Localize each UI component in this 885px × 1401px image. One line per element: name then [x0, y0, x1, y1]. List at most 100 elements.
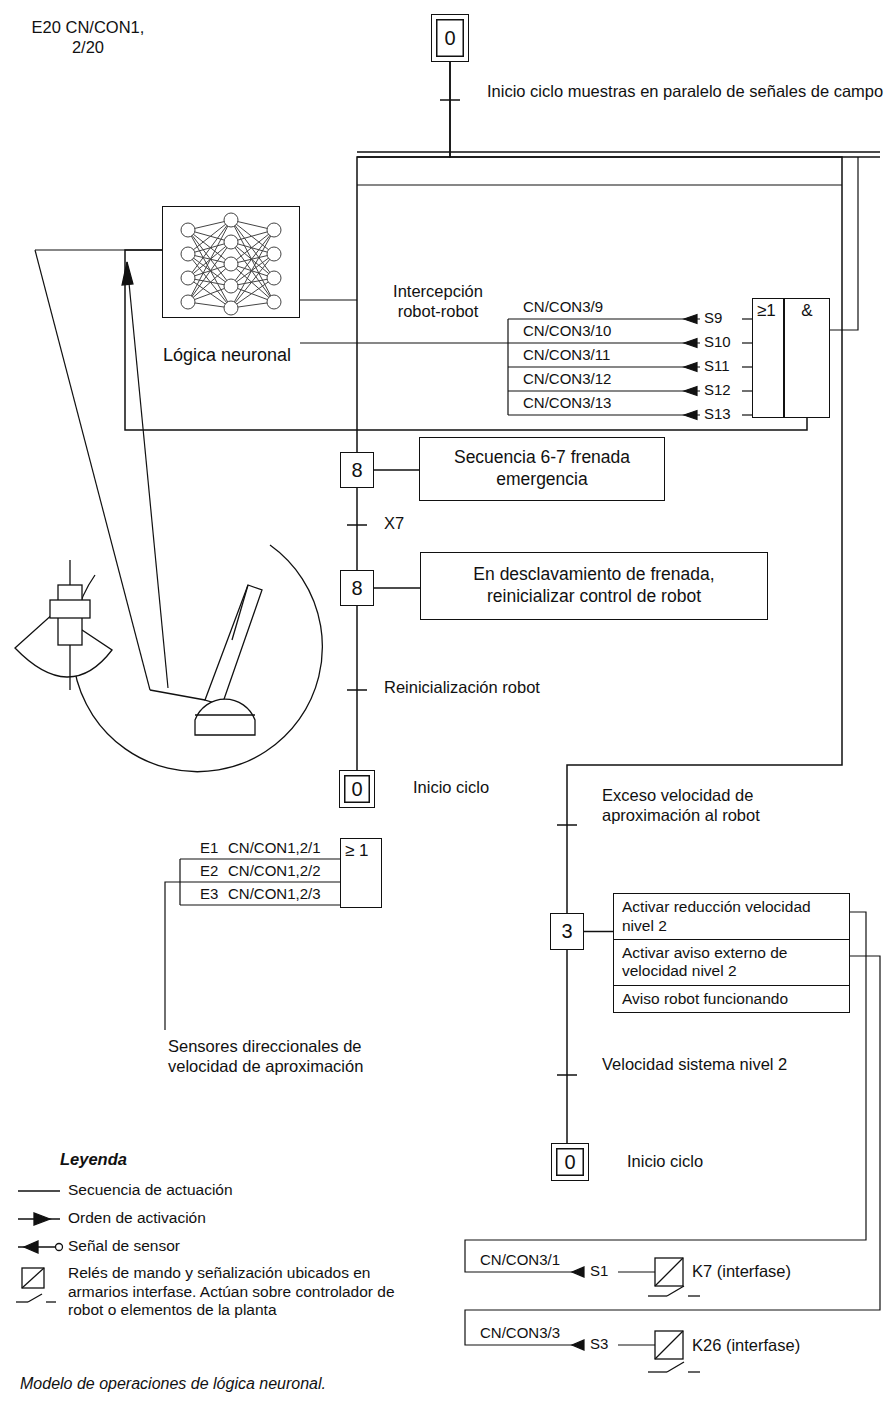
connector	[357, 62, 450, 452]
frame-line	[300, 299, 357, 300]
relay-wiring	[618, 1271, 655, 1272]
frame-line	[127, 262, 168, 688]
diagram-label: Inicio ciclo muestras en paralelo de señ…	[487, 82, 885, 102]
diagram-label: CN/CON3/11	[523, 346, 610, 364]
sensor-leader	[165, 882, 180, 1030]
relay-symbol	[648, 1371, 667, 1372]
robot-illustration	[50, 600, 90, 618]
or-gate: ≥ 1	[340, 838, 382, 908]
frame-line	[35, 157, 858, 690]
neural-net-icon	[267, 295, 281, 309]
diagram-label: S10	[704, 333, 731, 351]
legend-sample	[16, 1191, 63, 1302]
robot-illustration	[69, 560, 70, 585]
frame-line	[357, 184, 842, 185]
connector	[584, 931, 613, 933]
diagram-label: CN/CON3/10	[523, 322, 611, 340]
transition-label: Exceso velocidad de aproximación al robo…	[600, 786, 839, 826]
relay-symbol	[667, 1286, 684, 1296]
step-box: 8	[340, 452, 374, 488]
action-row: Aviso robot funcionando	[613, 985, 850, 1014]
legend-sample	[22, 1268, 44, 1288]
signal-line	[742, 390, 752, 391]
diagram-label: CN/CON3/1	[480, 1251, 560, 1269]
robot-illustration	[195, 714, 255, 715]
signal-line	[684, 315, 697, 324]
neural-net-icon	[224, 257, 238, 271]
parallel-bar	[357, 100, 880, 157]
relay-symbol	[655, 1258, 683, 1286]
diagram-label: Leyenda	[60, 1150, 127, 1170]
signal-line	[508, 414, 700, 415]
legend-sample	[34, 1213, 50, 1225]
neural-net-icon	[267, 247, 281, 261]
node-text: Aviso robot funcionando	[622, 990, 788, 1009]
relay-wiring	[465, 956, 880, 1345]
node-text: 3	[561, 920, 572, 943]
signal-line	[180, 904, 340, 905]
transition-label: Velocidad sistema nivel 2	[600, 1055, 809, 1075]
signal-line	[508, 318, 700, 319]
relay-symbol	[655, 1258, 683, 1286]
diagram-label: S11	[704, 357, 730, 375]
diagram-label: S9	[704, 309, 722, 327]
connector	[125, 250, 807, 430]
diagram-label: K26 (interfase)	[692, 1336, 800, 1356]
node-text: Lógica neuronal	[163, 345, 291, 366]
signal-line	[684, 363, 697, 372]
legend-sample	[28, 1294, 42, 1302]
signal-line	[742, 318, 752, 319]
diagram-label: S3	[590, 1335, 608, 1353]
legend-text: Señal de sensor	[68, 1237, 180, 1256]
legend-text: Relés de mando y señalización ubicados e…	[68, 1264, 428, 1320]
node-text: Secuencia 6-7 frenada emergencia	[430, 447, 654, 491]
neural-net-icon	[181, 247, 195, 261]
initial-step: 0	[339, 770, 375, 808]
neural-net-icon	[181, 271, 195, 285]
node-text: 8	[351, 577, 362, 600]
neural-net-icon	[181, 295, 195, 309]
neural-net-icon	[181, 213, 281, 315]
neural-net-icon	[224, 301, 238, 315]
robot-illustration	[195, 699, 255, 735]
signal-line	[508, 366, 700, 367]
diagram-label: CN/CON3/3	[480, 1324, 560, 1342]
node-text: ≥1	[757, 301, 776, 321]
diagram-label: K7 (interfase)	[692, 1262, 791, 1282]
relay-wiring	[465, 912, 866, 1272]
transition-label: X7	[382, 514, 406, 534]
or-gate: ≥1	[752, 298, 784, 418]
signal-line	[508, 390, 700, 391]
connector	[374, 587, 420, 589]
signal-line	[508, 342, 700, 343]
relay-wiring	[572, 1340, 584, 1350]
diagram-label: CN/CON3/13	[523, 394, 611, 412]
diagram-label: S13	[704, 405, 731, 423]
neural-net-icon	[224, 235, 238, 249]
legend-text: Secuencia de actuación	[68, 1181, 233, 1200]
diagram-label: Sensores direccionales de velocidad de a…	[168, 1037, 403, 1077]
robot-illustration	[72, 545, 322, 772]
diagram-label: S12	[704, 381, 731, 399]
frame-line	[830, 157, 858, 330]
diagram-label: CN/CON3/9	[523, 298, 603, 316]
robot-illustration	[15, 545, 322, 772]
diagram-label: E1	[200, 839, 218, 857]
legend-sample	[22, 1268, 44, 1288]
relay-symbol	[655, 1331, 683, 1359]
signal-line	[742, 366, 752, 367]
node-text: Activar aviso externo de velocidad nivel…	[622, 944, 841, 981]
robot-illustration	[150, 690, 205, 700]
diagram-label: Inicio ciclo	[413, 778, 489, 798]
node-text: ≥ 1	[345, 841, 369, 861]
and-gate: &	[784, 298, 830, 418]
diagram-label: CN/CON3/12	[523, 370, 611, 388]
parallel-bar	[357, 151, 880, 153]
neural-net-icon	[267, 223, 281, 237]
relay-symbol	[655, 1331, 683, 1359]
relay-wiring	[618, 1344, 655, 1345]
step-box: 3	[550, 913, 584, 950]
diagram-label: Intercepción robot-robot	[373, 282, 503, 322]
diagram-label: CN/CON1,2/3	[228, 885, 321, 903]
